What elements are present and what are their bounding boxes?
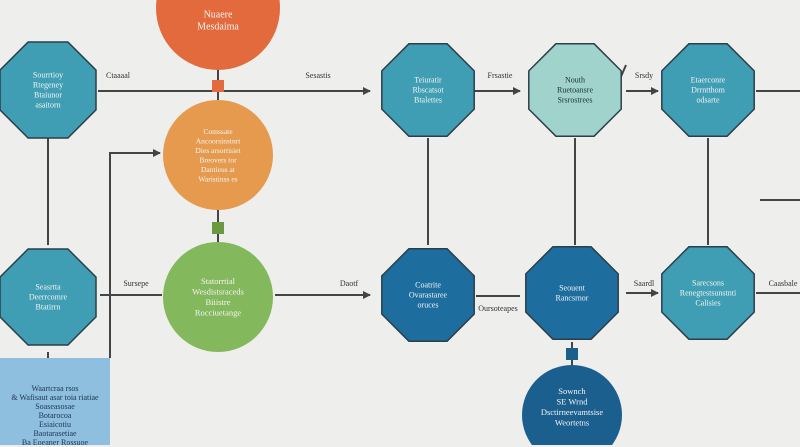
hex-teal-light-label-line: Srsrostrees: [557, 96, 592, 105]
bottom-circle-shape: [522, 365, 622, 445]
hex-left-bottom-label-line: Btatirrn: [36, 303, 61, 312]
hex-left-bottom-shape: [0, 248, 97, 346]
hex-blue-1-label-line: Coatrite: [415, 281, 441, 290]
hex-right-bottom-label-line: Calisies: [695, 299, 720, 308]
bottom-circle-label-line: SE Wrnd: [557, 397, 589, 407]
nodes-layer: NuaereMesdaimaSourrtioyRtegeneyBtaiunora…: [0, 0, 755, 445]
orange-circle-label-line: Comssate: [203, 127, 233, 136]
hex-teal-light-shape: [528, 43, 622, 137]
hex-right-top-shape: [661, 43, 755, 137]
bottom-circle-label-line: Dsctirneevamtsise: [541, 407, 604, 417]
hex-mid-top-label-line: Rbscatsot: [412, 86, 444, 95]
green-circle-label-line: Wesdistsraceds: [192, 287, 244, 297]
square-top: [212, 80, 224, 92]
hex-blue-1-label-line: Ovarastaree: [409, 291, 448, 300]
hex-blue-1-label-line: oruces: [418, 301, 439, 310]
square-blue: [566, 348, 578, 360]
edge-label-1: Ctaaaal: [106, 71, 131, 80]
top-circle-label-line: Mesdaima: [197, 21, 239, 32]
hex-teal-light-label-line: Ruetoansre: [557, 86, 593, 95]
hex-mid-top-shape: [381, 43, 475, 137]
orange-circle-label-line: Waristinss es: [198, 174, 237, 183]
edge-label-4: Srsdy: [635, 71, 653, 80]
edge-label-6: Daotf: [340, 279, 359, 288]
top-circle-shape: [156, 0, 280, 70]
hex-left-top-label-line: Rtegeney: [33, 81, 63, 90]
connector-nodes: [212, 80, 578, 360]
bottom-circle-label-line: Sownch: [558, 386, 586, 396]
hex-right-top-label-line: Drrntthom: [691, 86, 726, 95]
hex-mid-top-label-line: Btalettes: [414, 96, 442, 105]
hex-left-top-shape: [0, 41, 97, 139]
info-panel: Waartcraa rsos & Wafisaut asar toia riat…: [0, 358, 110, 447]
hex-blue-2-label-line: Seouent: [559, 284, 586, 293]
hex-mid-top-label-line: Teiuratir: [414, 76, 442, 85]
hex-left-top-label-line: Sourrtioy: [33, 71, 63, 80]
bottom-circle-label-line: Weortetns: [555, 418, 589, 428]
hex-right-bottom-label-line: Renegtestsunstnti: [680, 289, 737, 298]
hex-right-top-label-line: Etaerconre: [691, 76, 726, 85]
green-circle-shape: [163, 242, 273, 352]
green-circle-label-line: Rocciuetange: [195, 308, 241, 318]
edge-label-9: Caasbale: [769, 279, 798, 288]
orange-circle-label-line: Ancoorsinstnrt: [196, 136, 241, 145]
hex-blue-2-label-line: Rancsrnor: [556, 294, 589, 303]
edge-label-2: Sesastis: [305, 71, 330, 80]
edge-label-3: Frsastie: [488, 71, 513, 80]
orange-circle-label-line: Dantieus at: [201, 165, 236, 174]
hex-blue-1-shape: [381, 248, 475, 342]
green-circle-label-line: Biiistre: [205, 297, 230, 307]
edge-label-5: Sursepe: [123, 279, 149, 288]
hex-right-top-label-line: odsarte: [696, 96, 720, 105]
hex-teal-light-label-line: Nouth: [565, 76, 585, 85]
hex-right-bottom-shape: [661, 246, 755, 340]
hex-left-bottom-label-line: Deerrcomre: [29, 293, 68, 302]
hex-right-bottom-label-line: Sarecsons: [692, 279, 724, 288]
orange-circle-shape: [163, 100, 273, 210]
orange-circle-label-line: Breovers tor: [199, 155, 237, 164]
square-mid: [212, 222, 224, 234]
node-green-circle: StatorrtialWesdistsracedsBiiistreRocciue…: [163, 242, 273, 352]
hex-left-bottom-label-line: Seasrtta: [35, 283, 61, 292]
edge-label-8: Saardl: [634, 279, 655, 288]
orange-circle-label-line: Dies arsortisiet: [195, 146, 241, 155]
connector-left-branch: [109, 149, 161, 358]
edge-label-7: Oursoteapes: [478, 304, 518, 313]
info-panel-text: Waartcraa rsos & Wafisaut asar toia riat…: [11, 384, 99, 447]
hex-left-top-label-line: asaitorn: [35, 101, 60, 110]
hex-blue-2-shape: [525, 246, 619, 340]
top-circle-label-line: Nuaere: [204, 9, 233, 20]
green-circle-label-line: Statorrtial: [201, 276, 236, 286]
hex-left-top-label-line: Btaiunor: [34, 91, 62, 100]
